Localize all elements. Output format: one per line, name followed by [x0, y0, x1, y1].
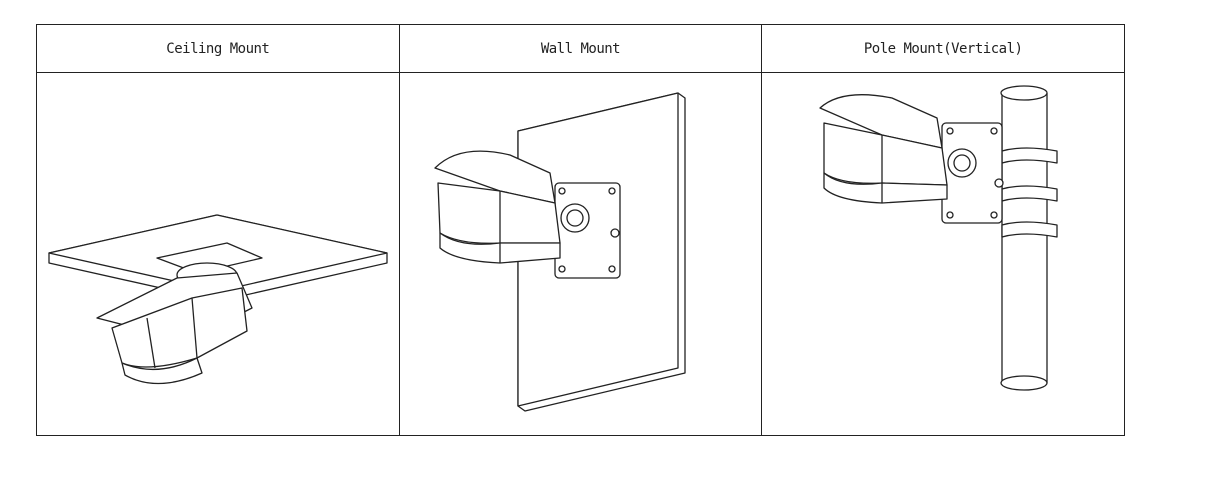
ceiling-mount-cell	[36, 72, 400, 436]
wall-mount-illustration	[434, 92, 686, 412]
header-row: Ceiling Mount Wall Mount Pole Mount(Vert…	[36, 24, 1125, 73]
header-wall-mount: Wall Mount	[398, 24, 763, 73]
ceiling-mount-illustration	[48, 214, 388, 385]
pole-mount-illustration	[819, 85, 1058, 391]
illustration-row	[36, 72, 1125, 436]
wall-mount-cell	[398, 72, 763, 436]
pole-mount-cell	[761, 72, 1125, 436]
mount-options-table: Ceiling Mount Wall Mount Pole Mount(Vert…	[36, 24, 1125, 436]
header-pole-mount: Pole Mount(Vertical)	[761, 24, 1125, 73]
header-ceiling-mount: Ceiling Mount	[36, 24, 400, 73]
